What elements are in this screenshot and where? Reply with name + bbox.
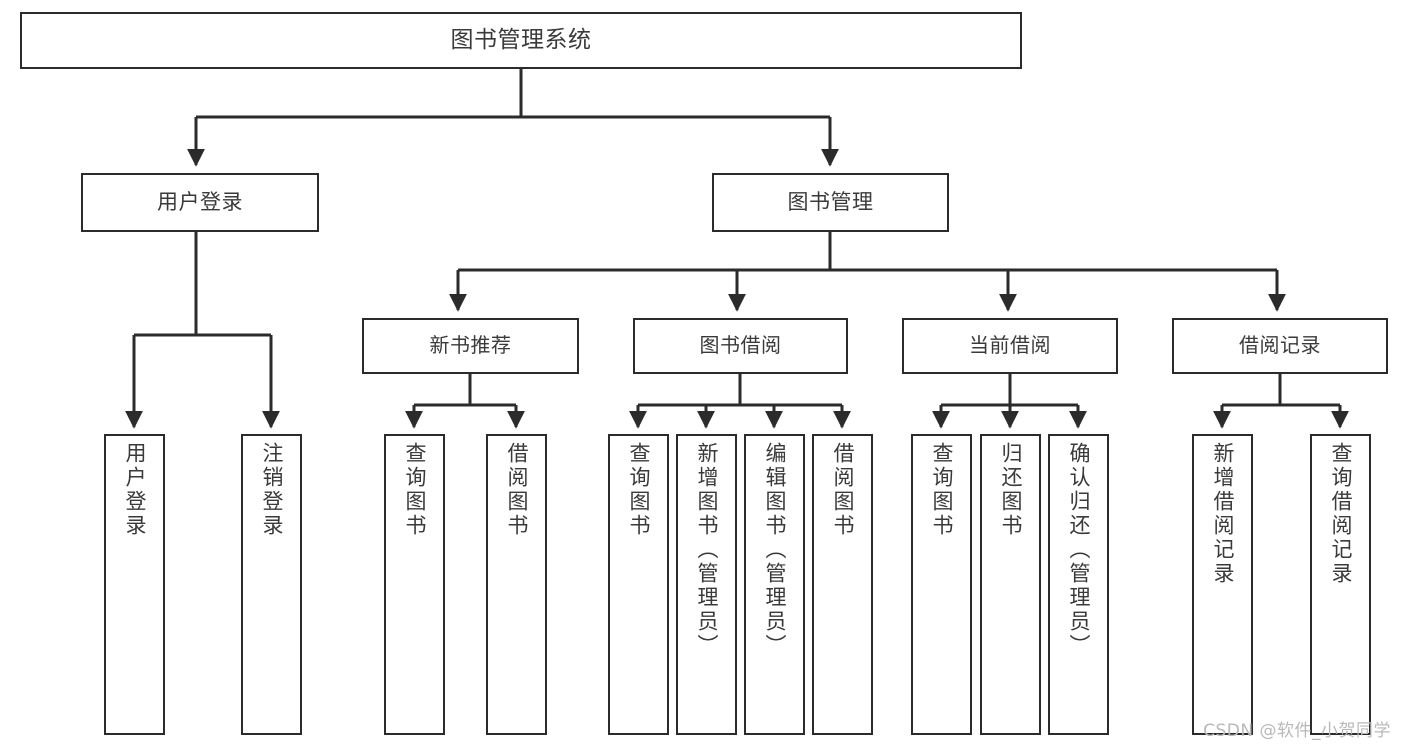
node-leaf-add-book-label: 新增图书（管理员） [695, 442, 719, 658]
node-book-borrow-label: 图书借阅 [699, 333, 782, 358]
node-leaf-add-record-label: 新增借阅记录 [1211, 442, 1235, 586]
node-root-label: 图书管理系统 [450, 26, 592, 53]
node-leaf-query-book-1-label: 查询图书 [403, 442, 427, 538]
node-leaf-query-record[interactable]: 查询借阅记录 [1310, 434, 1371, 735]
node-current-borrow-label: 当前借阅 [969, 333, 1051, 358]
node-user-login[interactable]: 用户登录 [81, 173, 319, 232]
node-leaf-user-login[interactable]: 用户登录 [104, 434, 165, 735]
watermark-text: CSDN @软件_小贺同学 [1203, 721, 1391, 741]
node-leaf-return-book-label: 归还图书 [999, 442, 1023, 538]
node-leaf-query-book-1[interactable]: 查询图书 [384, 434, 445, 735]
node-borrow-record-label: 借阅记录 [1239, 333, 1321, 358]
node-current-borrow[interactable]: 当前借阅 [902, 318, 1118, 374]
node-leaf-confirm-return[interactable]: 确认归还（管理员） [1048, 434, 1109, 735]
node-borrow-record[interactable]: 借阅记录 [1172, 318, 1388, 374]
node-user-login-label: 用户登录 [157, 190, 243, 215]
node-leaf-query-book-3-label: 查询图书 [930, 442, 954, 538]
node-leaf-query-book-3[interactable]: 查询图书 [911, 434, 972, 735]
node-book-borrow[interactable]: 图书借阅 [633, 318, 848, 374]
node-leaf-return-book[interactable]: 归还图书 [980, 434, 1041, 735]
node-leaf-confirm-return-label: 确认归还（管理员） [1067, 442, 1091, 658]
node-leaf-borrow-book-1-label: 借阅图书 [505, 442, 529, 538]
node-leaf-add-book[interactable]: 新增图书（管理员） [676, 434, 737, 735]
node-leaf-logout-label: 注销登录 [260, 442, 284, 538]
node-leaf-borrow-book-2[interactable]: 借阅图书 [812, 434, 873, 735]
node-new-book-recommend[interactable]: 新书推荐 [362, 318, 579, 374]
node-book-management[interactable]: 图书管理 [712, 173, 949, 232]
node-root[interactable]: 图书管理系统 [20, 12, 1022, 69]
node-leaf-query-book-2[interactable]: 查询图书 [608, 434, 669, 735]
node-leaf-borrow-book-1[interactable]: 借阅图书 [486, 434, 547, 735]
node-book-management-label: 图书管理 [787, 190, 874, 215]
node-leaf-logout[interactable]: 注销登录 [241, 434, 302, 735]
node-new-book-recommend-label: 新书推荐 [429, 333, 512, 358]
node-leaf-borrow-book-2-label: 借阅图书 [831, 442, 855, 538]
node-leaf-user-login-label: 用户登录 [123, 442, 147, 538]
node-leaf-edit-book-label: 编辑图书（管理员） [763, 442, 787, 658]
node-leaf-query-book-2-label: 查询图书 [627, 442, 651, 538]
node-leaf-add-record[interactable]: 新增借阅记录 [1192, 434, 1253, 735]
node-leaf-edit-book[interactable]: 编辑图书（管理员） [744, 434, 805, 735]
node-leaf-query-record-label: 查询借阅记录 [1329, 442, 1353, 586]
